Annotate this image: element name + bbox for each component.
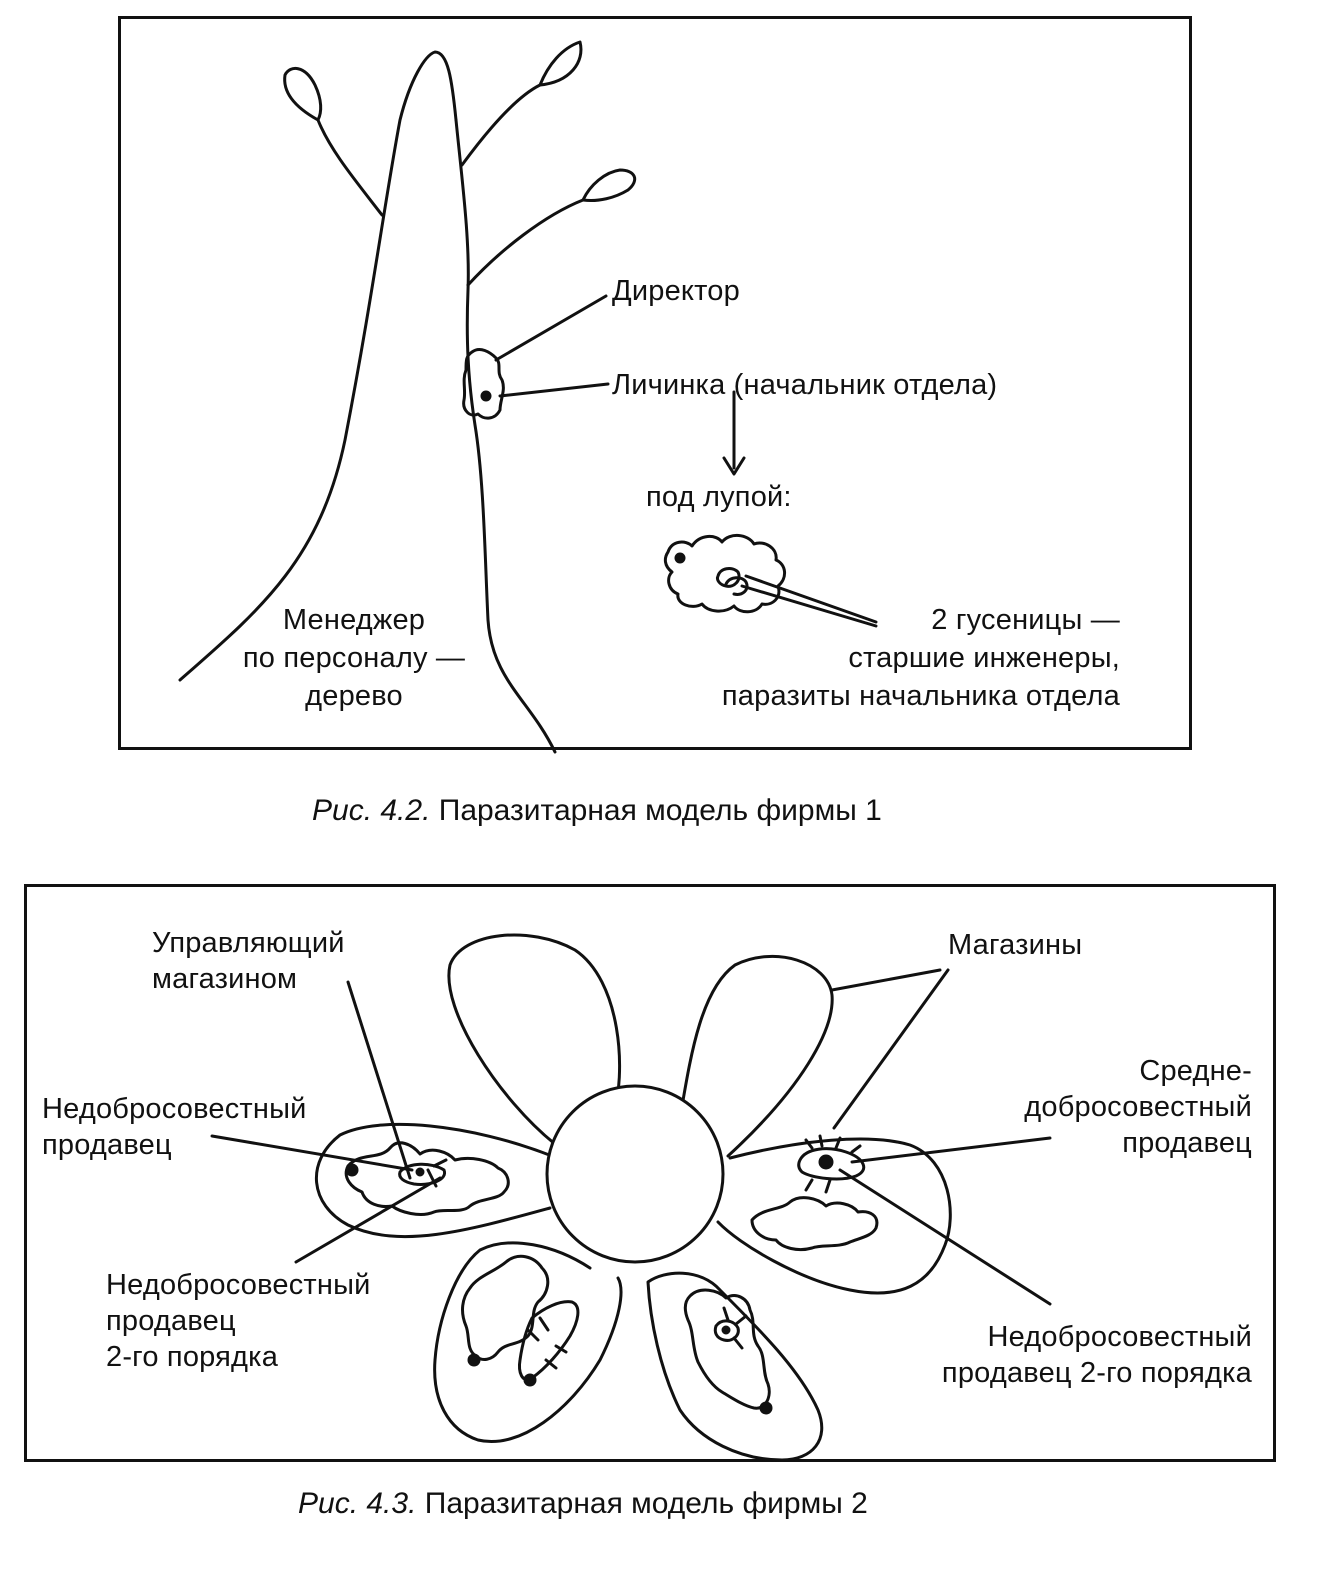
magnified-larva-drawing [663, 534, 878, 628]
figure-2-caption: Рис. 4.3. Паразитарная модель фирмы 2 [298, 1487, 868, 1521]
petal-bottom-right [646, 1271, 824, 1462]
label-average-seller-line3: продавец [1122, 1127, 1252, 1159]
figure-1-caption: Рис. 4.2. Паразитарная модель фирмы 1 [312, 794, 882, 828]
flower-center [545, 1084, 725, 1264]
label-manager-line3: дерево [305, 680, 403, 712]
fig1-pointer-lines [494, 294, 746, 476]
petal-left [315, 1122, 554, 1239]
label-manager-line1: Менеджер [282, 604, 426, 636]
label-dishonest-seller-line2: продавец [42, 1129, 172, 1161]
label-larva: Личинка (начальник отдела) [612, 369, 998, 401]
tree-leaf-top-right [538, 40, 583, 87]
label-dishonest-seller-line1: Недобросовестный [42, 1093, 307, 1125]
figure-2-caption-text: Паразитарная модель фирмы 2 [424, 1487, 868, 1520]
label-second-order-right-line2: продавец 2-го порядка [941, 1357, 1252, 1389]
label-second-order-left-line2: продавец [106, 1305, 236, 1337]
label-second-order-left-line1: Недобросовестный [106, 1269, 371, 1301]
label-second-order-right-line1: Недобросовестный [987, 1321, 1252, 1353]
label-manager-line2: по персоналу — [242, 642, 466, 674]
label-second-order-left-line3: 2-го порядка [106, 1341, 279, 1373]
label-store-manager-line1: Управляющий [152, 927, 345, 959]
tree-leaf-mid-right [581, 168, 637, 202]
label-caterpillars-line1: 2 гусеницы — [931, 604, 1120, 636]
label-store-manager-line2: магазином [152, 963, 298, 995]
tree-branch-left [316, 118, 384, 217]
petal-top-left [447, 933, 622, 1146]
label-average-seller-line1: Средне- [1139, 1055, 1252, 1087]
figure-1-caption-text: Паразитарная модель фирмы 1 [438, 794, 882, 827]
tree-leaf-left [283, 66, 323, 122]
petal-top-right [678, 955, 834, 1158]
tree-branch-mid-right [466, 198, 585, 287]
label-caterpillars-line2: старшие инженеры, [848, 642, 1120, 674]
tree-branch-top-right [460, 83, 542, 167]
parasites-drawing [344, 1134, 879, 1415]
tree-drawing [178, 40, 637, 754]
petal-right [716, 1137, 952, 1295]
figure-1-frame [118, 16, 1192, 750]
tree-trunk-left [178, 50, 458, 682]
label-average-seller-line2: добросовестный [1024, 1091, 1252, 1123]
label-magnifier: под лупой: [646, 481, 792, 513]
label-caterpillars-line3: паразиты начальника отдела [721, 680, 1120, 712]
petal-bottom-left [433, 1241, 623, 1443]
fig2-pointer-lines [210, 968, 1052, 1306]
flower-drawing [315, 933, 952, 1462]
label-stores: Магазины [948, 929, 1083, 961]
figure-1-caption-number: Рис. 4.2. [312, 794, 431, 827]
figure-2-caption-number: Рис. 4.3. [298, 1487, 417, 1520]
tree-trunk-right [454, 118, 557, 754]
label-director: Директор [612, 275, 740, 307]
